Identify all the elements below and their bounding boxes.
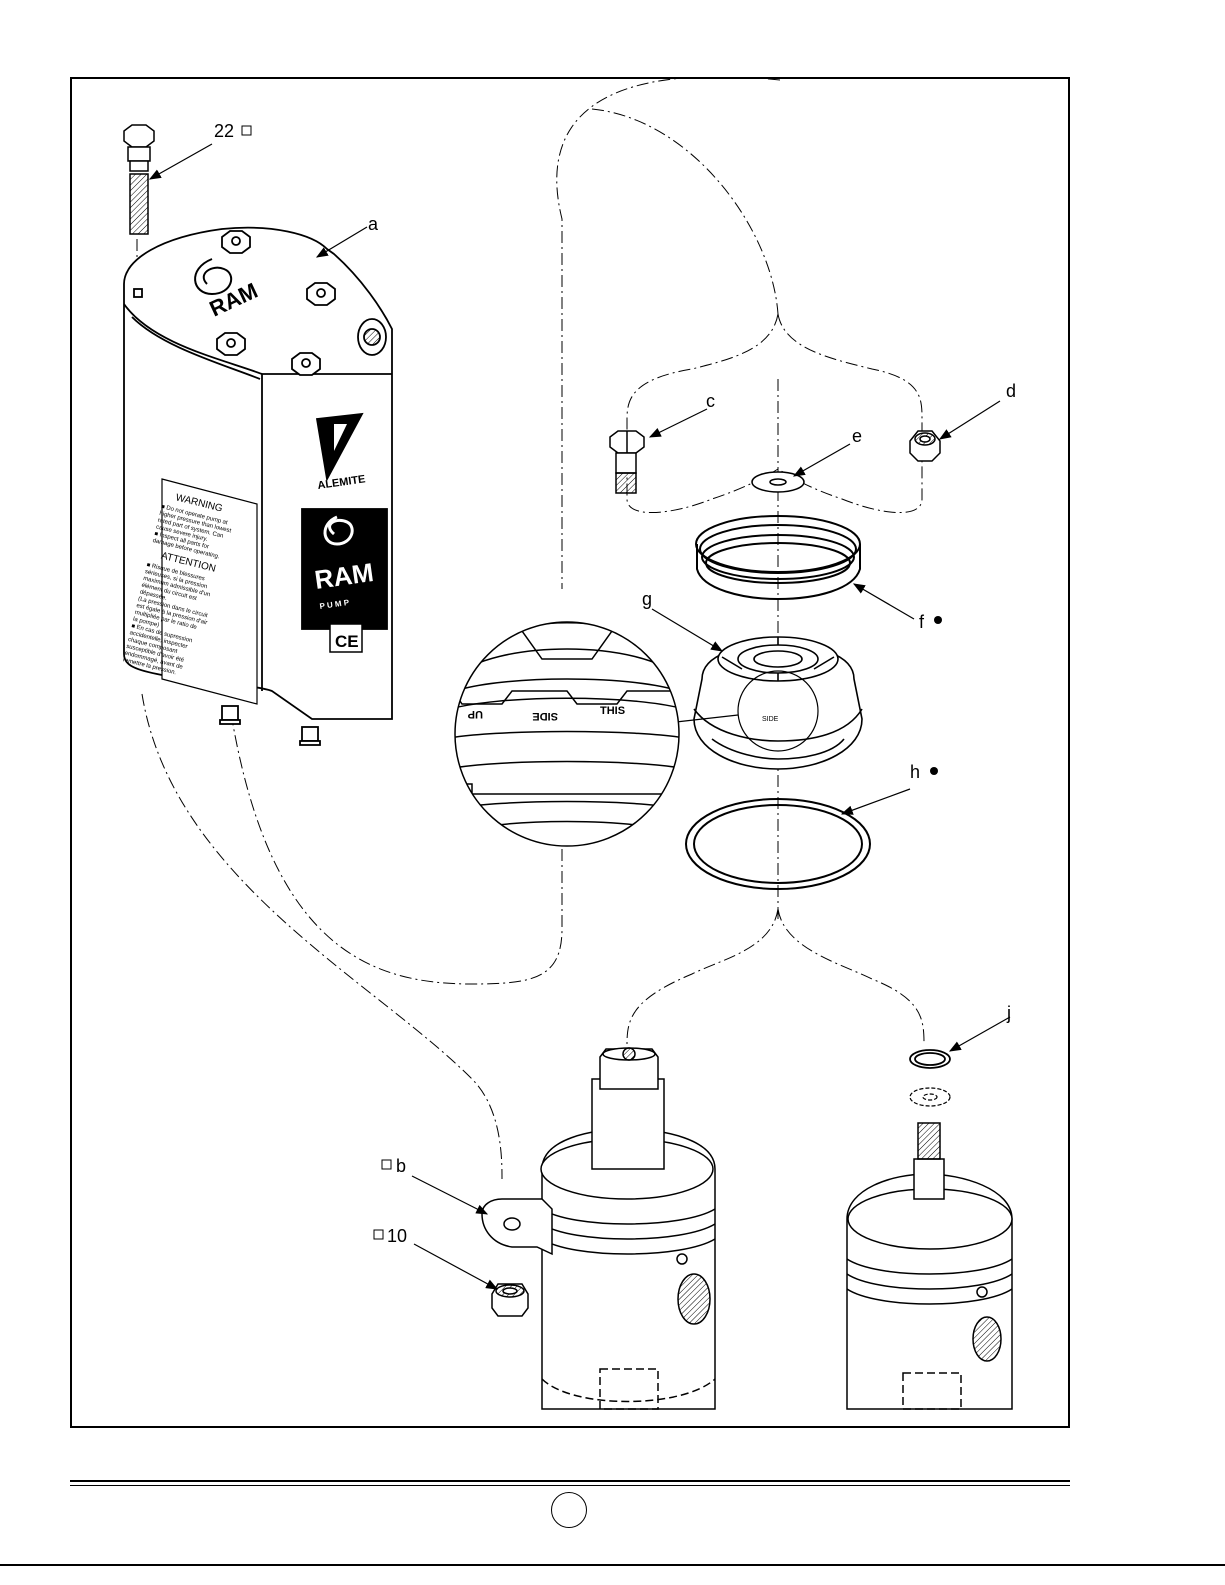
callout-10: 10 (387, 1226, 407, 1246)
pump-subtext: P U M P (319, 598, 350, 611)
callout-g: g (642, 589, 652, 609)
washer-e (751, 471, 805, 493)
callout-c: c (706, 391, 715, 411)
check-valve-g: SIDE (693, 636, 863, 770)
detail-source-circle (737, 670, 819, 752)
valve-side-text: SIDE (762, 716, 779, 723)
bottom-rule (0, 1564, 1225, 1566)
square-marker-icon (381, 1159, 392, 1170)
ce-mark: CE (335, 632, 359, 651)
exploded-parts-drawing: RAM ALEMITE RAM P U M P CE WARNING ■ Do … (122, 79, 1016, 1410)
callout-j: j (1006, 1003, 1011, 1023)
nut-d (909, 430, 941, 462)
dot-marker-icon (934, 616, 942, 624)
callout-labels: 22 a c d e g f h j b 10 (214, 121, 1016, 1246)
assembly-lines (136, 79, 925, 1180)
o-ring-h (685, 798, 871, 890)
seal-ring-f (695, 515, 861, 601)
mag-this-text: THIS (600, 705, 625, 717)
square-marker-icon (241, 125, 252, 136)
pump-body (123, 226, 393, 746)
mag-side-text: SIDE (532, 710, 558, 722)
backup-washer (909, 1087, 951, 1107)
outlet-cylinder-right (846, 1122, 1013, 1410)
callout-a: a (368, 214, 379, 234)
callout-h: h (910, 762, 920, 782)
detail-leader (675, 714, 739, 723)
bolt-c (609, 430, 645, 494)
cap-screw-22 (123, 124, 155, 235)
square-marker-icon (373, 1229, 384, 1240)
detail-magnifier: UP SIDE THIS (454, 621, 680, 847)
page-number-circle (551, 1492, 587, 1528)
callout-b: b (396, 1156, 406, 1176)
bracket-b (481, 1198, 553, 1256)
mag-up-text: UP (468, 708, 483, 720)
callout-e: e (852, 426, 862, 446)
callout-f: f (919, 612, 925, 632)
footer-rule (70, 1480, 1070, 1486)
ram-logo-top (194, 258, 233, 296)
o-ring-j (909, 1049, 951, 1069)
dot-marker-icon (930, 767, 938, 775)
diagram-frame: RAM ALEMITE RAM P U M P CE WARNING ■ Do … (70, 77, 1070, 1428)
nut-10 (491, 1283, 529, 1317)
leader-lines (148, 143, 1011, 1290)
callout-22: 22 (214, 121, 234, 141)
outlet-cylinder-left (540, 1047, 716, 1410)
callout-d: d (1006, 381, 1016, 401)
